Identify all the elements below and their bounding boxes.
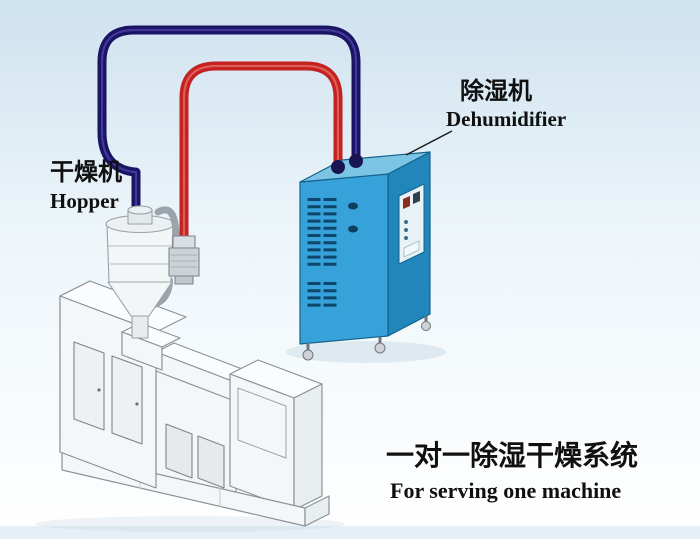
return-air-pipe-highlight (100, 28, 358, 220)
hopper-dryer (105, 205, 200, 339)
lid-loop-tube (154, 206, 180, 242)
cabinet-door-1 (73, 341, 105, 431)
gearbox-panel-outline (237, 387, 287, 459)
casters (302, 316, 431, 361)
hopper-label-en: Hopper (50, 189, 119, 213)
dehumidifier-label-cn: 除湿机 (460, 77, 532, 105)
dehumidifier-unit (286, 151, 446, 363)
gearbox-side (293, 383, 323, 511)
hose-connector-navy (349, 154, 363, 168)
dehumidifier-top-face (299, 151, 431, 183)
dry-air-pipe-highlight (182, 64, 340, 242)
caster-wheel-2 (374, 342, 386, 354)
base-side (304, 495, 330, 527)
dehumidifier-shadow (286, 341, 446, 363)
front-oval-hole-1 (348, 202, 358, 210)
caster-wheel-3 (421, 321, 431, 331)
panel-button-2 (404, 228, 408, 232)
labels: 干燥机 Hopper 除湿机 Dehumidifier 一对一除湿干燥系统 Fo… (50, 77, 638, 503)
cabinet-door-2 (111, 355, 143, 445)
panel-display-2 (413, 191, 420, 204)
dehumidifier-pointer-line (405, 130, 453, 156)
machine-vent-panel-2 (197, 435, 225, 489)
dehumidifier-label-en: Dehumidifier (446, 107, 566, 131)
hopper-label-cn: 干燥机 (50, 158, 122, 186)
feed-throat-front (121, 331, 163, 371)
hose-connector-red (331, 160, 345, 174)
machine-vent-panel-1 (165, 423, 193, 479)
panel-button-1 (404, 220, 408, 224)
door-handle-2 (135, 402, 139, 406)
front-oval-hole-2 (348, 225, 358, 233)
blower-housing (172, 235, 196, 249)
door-handle-1 (97, 388, 101, 392)
extruder-machine (35, 280, 345, 532)
system-title-en: For serving one machine (390, 478, 621, 503)
hopper-neck (131, 313, 149, 339)
hose-pipes (97, 25, 361, 245)
panel-label-plate (403, 240, 420, 258)
machine-shadow (35, 516, 345, 532)
blower-motor (168, 247, 200, 277)
blower-base (174, 275, 194, 285)
panel-button-3 (404, 236, 408, 240)
lid-cap-top (127, 205, 153, 215)
panel-display-1 (403, 196, 410, 209)
caster-wheel-1 (302, 349, 314, 361)
system-title-cn: 一对一除湿干燥系统 (386, 439, 638, 472)
gearbox-front (229, 373, 295, 511)
background-footer-band (0, 526, 700, 539)
